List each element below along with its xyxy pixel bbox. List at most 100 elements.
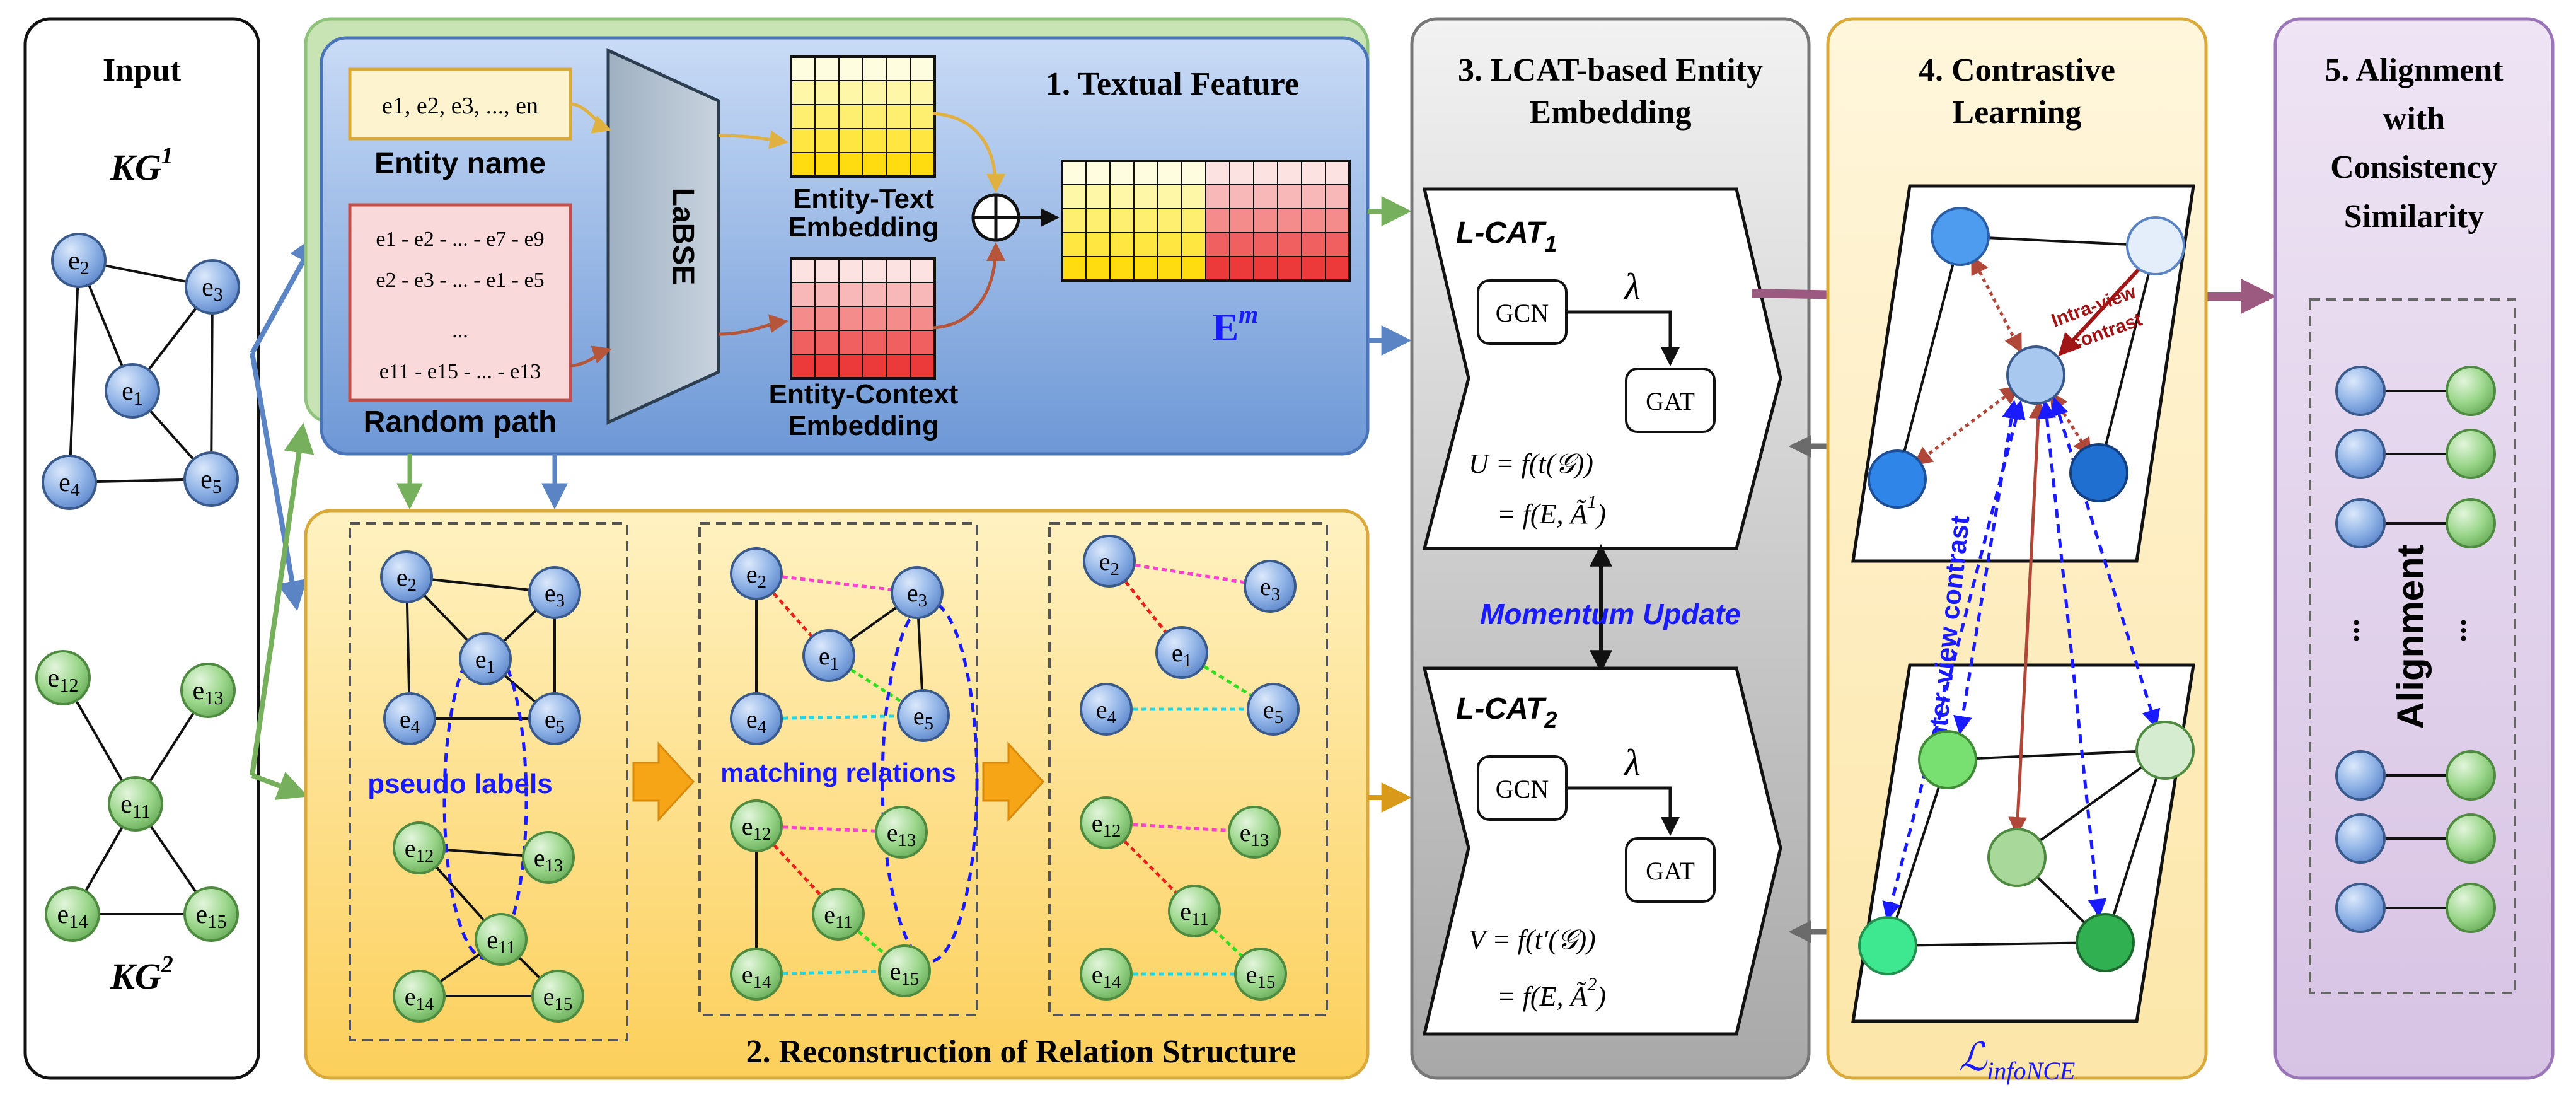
- gridEm-cell: [1301, 232, 1326, 257]
- gridEm-cell: [1109, 184, 1135, 209]
- gridEm-cell: [1061, 232, 1087, 257]
- alignment-kg1-node: [2335, 429, 2386, 479]
- gridEm-cell: [1205, 184, 1230, 209]
- gridText-cell: [862, 152, 887, 177]
- recon1-node-e15-label: e15: [543, 982, 573, 1014]
- alignment-title-4: Similarity: [2344, 199, 2484, 235]
- gridEm-cell: [1325, 232, 1350, 257]
- kg2-node-e15-label: e15: [196, 900, 227, 932]
- labse-encoder: [606, 48, 720, 425]
- recon1-node-e5-label: e5: [545, 705, 565, 737]
- kg1-node-e1-label: e1: [122, 377, 143, 409]
- gridCtx-cell: [862, 258, 887, 283]
- lcat1-eq1: U = f(t(𝒢)): [1469, 448, 1593, 479]
- gridCtx-cell: [862, 306, 887, 331]
- alignment-label: Alignment: [2389, 544, 2432, 729]
- contrastive-title-1: 4. Contrastive: [1919, 52, 2115, 88]
- gridText-cell: [838, 104, 863, 129]
- recon2-node-e4-label: e4: [746, 705, 766, 737]
- gridEm-cell: [1229, 232, 1254, 257]
- view1-node-b: [2126, 216, 2185, 276]
- recon3-node-e5: e5: [1247, 683, 1300, 736]
- alignment-kg2-node: [2446, 883, 2496, 933]
- gridEm-cell: [1277, 184, 1302, 209]
- gridText-cell: [886, 80, 911, 105]
- alignment-title-1: 5. Alignment: [2325, 52, 2504, 88]
- kg2-node-e14: e14: [45, 886, 100, 942]
- alignment-kg2-node: [2446, 813, 2496, 864]
- lcat1-eq2: = f(E, Ã1): [1497, 492, 1606, 530]
- gridText-cell: [838, 128, 863, 153]
- gridEm-cell: [1253, 160, 1278, 185]
- gridText-cell: [790, 104, 816, 129]
- gridEm-cell: [1205, 208, 1230, 233]
- kg1-node-e4: e4: [42, 455, 97, 510]
- gridEm-cell: [1133, 208, 1158, 233]
- gridCtx-cell: [838, 306, 863, 331]
- recon1-node-e11-label: e11: [487, 925, 516, 958]
- gridText-cell: [886, 104, 911, 129]
- gridEm-cell: [1109, 208, 1135, 233]
- kg2-node-e12-label: e12: [48, 664, 79, 696]
- view1-node-d: [2069, 443, 2128, 502]
- recon1-node-e13-label: e13: [534, 844, 563, 876]
- gridEm-cell: [1133, 232, 1158, 257]
- gridCtx-cell: [862, 330, 887, 355]
- entity-name-label: Entity name: [374, 147, 546, 180]
- gridEm-cell: [1229, 160, 1254, 185]
- path-line-3: ...: [452, 319, 468, 342]
- recon1-node-e12-label: e12: [405, 834, 434, 866]
- gridText-cell: [790, 128, 816, 153]
- path-line-1: e1 - e2 - ... - e7 - e9: [376, 228, 544, 251]
- recon3-node-e12: e12: [1080, 796, 1133, 849]
- recon2-node-e13-label: e13: [887, 818, 916, 850]
- kg1-label: KG1: [110, 142, 173, 188]
- gridCtx-cell: [814, 282, 840, 307]
- recon1-node-e11: e11: [475, 913, 528, 966]
- view2-node-b: [2135, 721, 2195, 780]
- gridEm-cell: [1181, 184, 1206, 209]
- gridEm-cell: [1205, 232, 1230, 257]
- gridCtx-cell: [862, 282, 887, 307]
- recon3-node-e15-label: e15: [1246, 960, 1276, 992]
- gridEm-cell: [1061, 160, 1087, 185]
- lcat1-gat: [1625, 368, 1716, 433]
- gridText-cell: [862, 56, 887, 81]
- gridText-cell: [910, 104, 935, 129]
- lcat1-lambda: λ: [1623, 266, 1641, 308]
- alignment-kg2-node: [2446, 498, 2496, 548]
- alignment-dots-right: ...: [2437, 618, 2473, 642]
- lcat1-gat-label: GAT: [1646, 387, 1695, 415]
- alignment-kg1-node: [2335, 498, 2386, 548]
- gridText-cell: [814, 80, 840, 105]
- recon3-node-e12-label: e12: [1092, 809, 1121, 841]
- kg2-node-e15: e15: [183, 886, 239, 942]
- gridEm-cell: [1061, 256, 1087, 281]
- alignment-kg1-node: [2335, 883, 2386, 933]
- recon3-node-e13-label: e13: [1240, 818, 1269, 850]
- gridEm-cell: [1253, 232, 1278, 257]
- gridCtx-cell: [790, 282, 816, 307]
- kg1-node-e2-label: e2: [68, 246, 90, 279]
- reconstruction-panel: 2. Reconstruction of Relation Structure …: [304, 509, 1370, 1080]
- lcat2-gcn-label: GCN: [1496, 775, 1549, 803]
- recon2-node-e5-label: e5: [913, 702, 933, 734]
- recon2-node-e11-label: e11: [824, 900, 853, 932]
- recon3-node-e13: e13: [1228, 806, 1281, 859]
- lcat2-gat-label: GAT: [1646, 857, 1695, 885]
- alignment-kg1-node: [2335, 366, 2386, 416]
- kg1-node-e3: e3: [185, 259, 240, 315]
- gridCtx-cell: [886, 354, 911, 379]
- gridText-cell: [862, 104, 887, 129]
- recon1-node-e14: e14: [393, 970, 446, 1023]
- momentum-update-label: Momentum Update: [1480, 598, 1741, 630]
- gridEm-cell: [1085, 160, 1111, 185]
- recon2-node-e14: e14: [730, 948, 783, 1000]
- recon3-node-e3-label: e3: [1260, 572, 1280, 605]
- recon2-node-e3-label: e3: [907, 579, 927, 611]
- gridCtx-cell: [790, 258, 816, 283]
- lcat-panel: 3. LCAT-based Entity Embedding L-CAT1 GC…: [1410, 17, 1811, 1080]
- gridEm-cell: [1229, 256, 1254, 281]
